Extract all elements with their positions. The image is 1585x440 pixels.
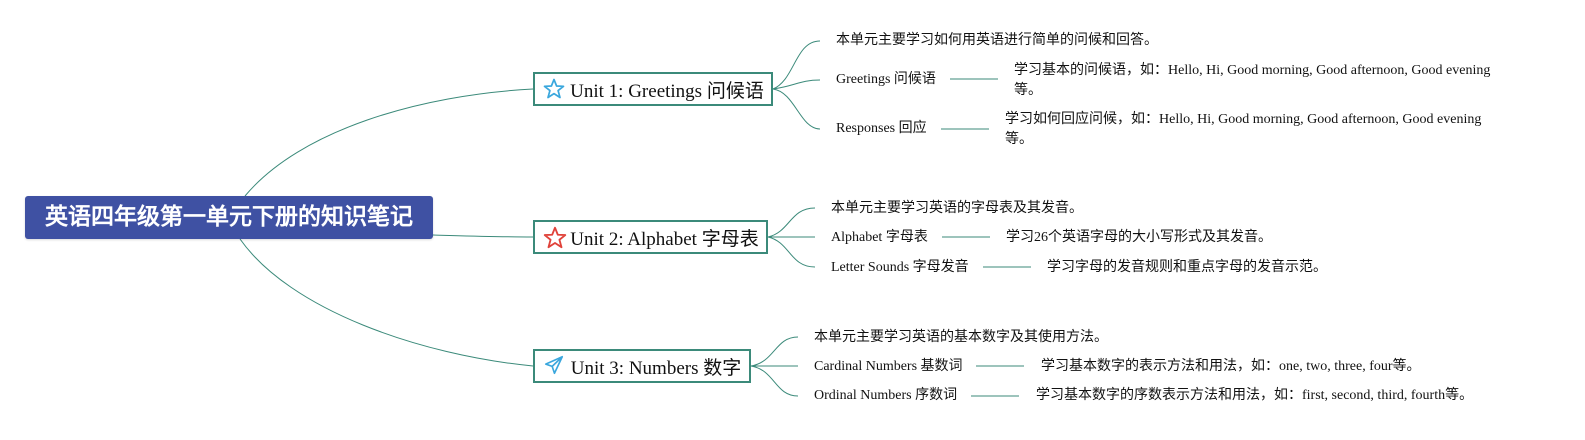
unit-3-title: Unit 3: Numbers 数字 — [570, 357, 742, 379]
star-outline-icon — [542, 77, 566, 101]
unit-3-node[interactable]: Unit 3: Numbers 数字 — [533, 349, 751, 383]
unit-1-topic-greetings-detail[interactable]: 学习基本的问候语，如：Hello, Hi, Good morning, Good… — [1014, 63, 1491, 98]
unit-1-topic-responses[interactable]: Responses 回应 — [836, 121, 927, 136]
root-to-unit-2-line — [432, 234, 534, 238]
unit-2-title: Unit 2: Alphabet 字母表 — [570, 228, 759, 250]
root-to-unit-1-line — [244, 88, 534, 197]
unit-3-summary[interactable]: 本单元主要学习英语的基本数字及其使用方法。 — [814, 330, 1108, 345]
unit-2-topic-letter-sounds-detail[interactable]: 学习字母的发音规则和重点字母的发音示范。 — [1047, 260, 1327, 275]
unit-1-to-topic-2-line — [772, 88, 821, 130]
star-red-icon — [542, 225, 567, 249]
unit-2-summary[interactable]: 本单元主要学习英语的字母表及其发音。 — [831, 201, 1083, 216]
unit-1-title: Unit 1: Greetings 问候语 — [570, 80, 764, 102]
unit-1-topic-greetings[interactable]: Greetings 问候语 — [836, 72, 936, 87]
unit-3-topic-cardinal-detail[interactable]: 学习基本数字的表示方法和用法，如：one, two, three, four等。 — [1041, 359, 1421, 374]
paper-plane-icon — [543, 354, 567, 378]
central-topic[interactable]: 英语四年级第一单元下册的知识笔记 — [25, 196, 433, 239]
unit-3-to-topic-2-line — [750, 365, 799, 397]
unit-3-topic-ordinal-detail[interactable]: 学习基本数字的序数表示方法和用法，如：first, second, third,… — [1036, 388, 1474, 403]
unit-3-topic-ordinal[interactable]: Ordinal Numbers 序数词 — [814, 388, 958, 403]
unit-2-to-topic-2-line — [767, 236, 816, 268]
unit-2-topic-alphabet-detail[interactable]: 学习26个英语字母的大小写形式及其发音。 — [1006, 230, 1272, 245]
unit-2-to-summary-line — [767, 207, 816, 238]
root-to-unit-3-line — [239, 238, 534, 367]
unit-2-node[interactable]: Unit 2: Alphabet 字母表 — [533, 220, 768, 254]
unit-1-to-summary-line — [772, 40, 821, 90]
unit-2-topic-alphabet[interactable]: Alphabet 字母表 — [831, 230, 928, 245]
unit-1-to-topic-1-line — [772, 79, 821, 90]
unit-2-topic-letter-sounds[interactable]: Letter Sounds 字母发音 — [831, 260, 969, 275]
unit-1-topic-responses-detail[interactable]: 学习如何回应问候，如：Hello, Hi, Good morning, Good… — [1005, 112, 1482, 147]
unit-3-to-summary-line — [750, 336, 799, 367]
central-topic-label: 英语四年级第一单元下册的知识笔记 — [45, 204, 413, 230]
unit-1-summary[interactable]: 本单元主要学习如何用英语进行简单的问候和回答。 — [836, 33, 1158, 48]
unit-3-topic-cardinal[interactable]: Cardinal Numbers 基数词 — [814, 359, 963, 374]
unit-1-node[interactable]: Unit 1: Greetings 问候语 — [533, 72, 773, 106]
